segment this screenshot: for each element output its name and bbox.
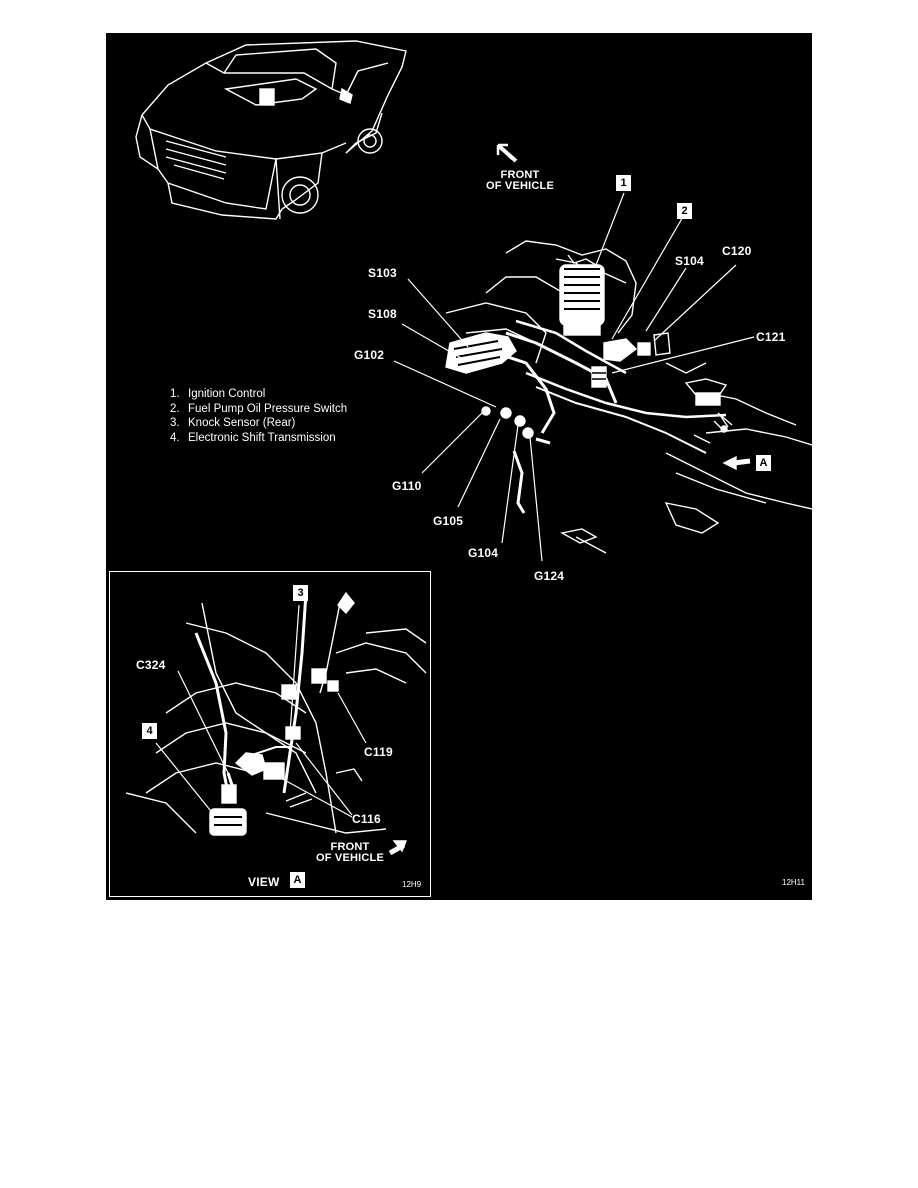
- front-label-top-line2: OF VEHICLE: [485, 180, 554, 192]
- inset-drawing: [125, 591, 427, 836]
- view-a-inset-panel: [109, 571, 431, 897]
- legend-num: 4.: [170, 431, 180, 444]
- label-c119: C119: [364, 745, 393, 759]
- label-g102: G102: [354, 348, 385, 362]
- legend-num: 1.: [170, 388, 180, 400]
- label-c324: C324: [136, 658, 166, 672]
- legend-item: 2. Fuel Pump Oil Pressure Switch: [170, 402, 347, 417]
- front-label-top-line1: FRONT: [500, 169, 540, 181]
- vehicle-illustration: [135, 40, 407, 220]
- front-label-inset-line1: FRONT: [330, 841, 370, 853]
- label-g124: G124: [534, 569, 565, 583]
- label-c121: C121: [756, 330, 786, 344]
- label-g105: G105: [433, 514, 464, 528]
- view-a-label: VIEW: [248, 875, 280, 889]
- inset-leader-lines: [155, 604, 367, 818]
- callout-1: 1: [616, 175, 631, 191]
- legend-item: 3. Knock Sensor (Rear): [170, 416, 347, 431]
- callout-4: 4: [142, 723, 157, 739]
- diagram-artwork: [125, 40, 812, 856]
- wiring-diagram: FRONT OF VEHICLE 1 2 A S103 S108 G102 S1…: [106, 33, 812, 900]
- legend-text: Ignition Control: [188, 388, 266, 400]
- legend-text: Fuel Pump Oil Pressure Switch: [188, 402, 348, 415]
- legend-num: 3.: [170, 417, 180, 429]
- front-label-top: FRONT OF VEHICLE: [482, 170, 558, 192]
- legend-text: Electronic Shift Transmission: [188, 431, 336, 444]
- leader-lines: [393, 192, 755, 562]
- label-c116: C116: [352, 812, 381, 826]
- label-s104: S104: [675, 254, 704, 268]
- label-c120: C120: [722, 244, 752, 258]
- front-arrow-inset: [388, 840, 408, 856]
- label-g110: G110: [392, 479, 422, 493]
- callout-view-a: A: [756, 455, 771, 471]
- front-label-inset-line2: OF VEHICLE: [315, 852, 384, 864]
- engine-illustration: [445, 240, 812, 554]
- label-s103: S103: [368, 266, 397, 280]
- inset-code: 12H9: [402, 880, 422, 889]
- label-g104: G104: [468, 546, 499, 560]
- front-label-inset: FRONT OF VEHICLE: [312, 842, 388, 864]
- front-arrow-top: [496, 143, 518, 163]
- callout-2: 2: [677, 203, 692, 219]
- callout-view-a-inset: A: [290, 872, 305, 888]
- figure-code: 12H11: [782, 878, 805, 887]
- label-s108: S108: [368, 307, 397, 321]
- view-a-arrow: [722, 455, 751, 471]
- callout-3: 3: [293, 585, 308, 601]
- legend-text: Knock Sensor (Rear): [188, 417, 296, 429]
- legend-num: 2.: [170, 402, 180, 415]
- legend-item: 1. Ignition Control: [170, 387, 347, 402]
- legend-item: 4. Electronic Shift Transmission: [170, 431, 347, 446]
- legend: 1. Ignition Control 2. Fuel Pump Oil Press…: [170, 387, 347, 445]
